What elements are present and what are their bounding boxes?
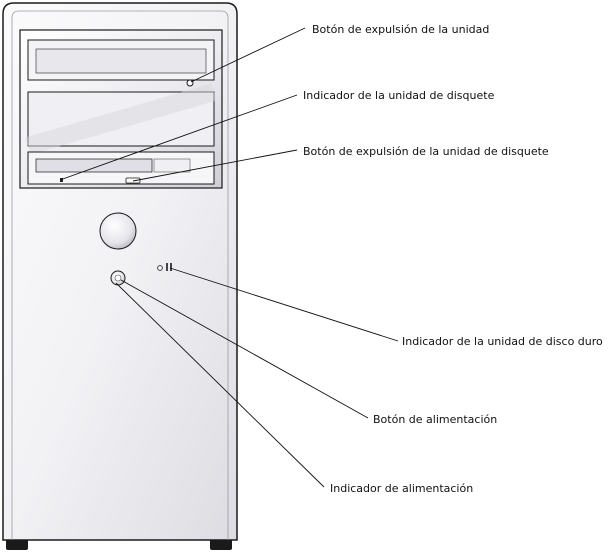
callout-leaders [59, 27, 399, 488]
front-badge-button [99, 212, 137, 250]
floppy-activity-led [60, 178, 63, 182]
label-power-indicator: Indicador de alimentación [330, 482, 473, 495]
label-floppy-eject-button: Botón de expulsión de la unidad de disqu… [303, 145, 549, 158]
leader-floppy-eject [132, 149, 298, 182]
empty-drive-bay [25, 83, 217, 155]
leader-floppy-indicator [59, 94, 298, 181]
label-drive-eject-button: Botón de expulsión de la unidad [312, 23, 489, 36]
label-power-button: Botón de alimentación [373, 413, 497, 426]
hdd-indicator-icon [157, 263, 172, 271]
right-foot [210, 538, 232, 550]
leader-drive-eject [190, 27, 306, 83]
optical-drive [27, 39, 215, 87]
power-button[interactable] [110, 270, 126, 286]
label-floppy-indicator: Indicador de la unidad de disquete [303, 89, 495, 102]
left-foot [6, 538, 28, 550]
leader-hdd-indicator [169, 267, 399, 342]
leader-power-indicator [115, 282, 325, 488]
drive-eject-button[interactable] [186, 79, 194, 87]
label-hdd-indicator: Indicador de la unidad de disco duro [402, 335, 603, 348]
leader-power-button [120, 279, 369, 419]
floppy-eject-button[interactable] [125, 177, 141, 184]
floppy-drive [27, 151, 215, 185]
